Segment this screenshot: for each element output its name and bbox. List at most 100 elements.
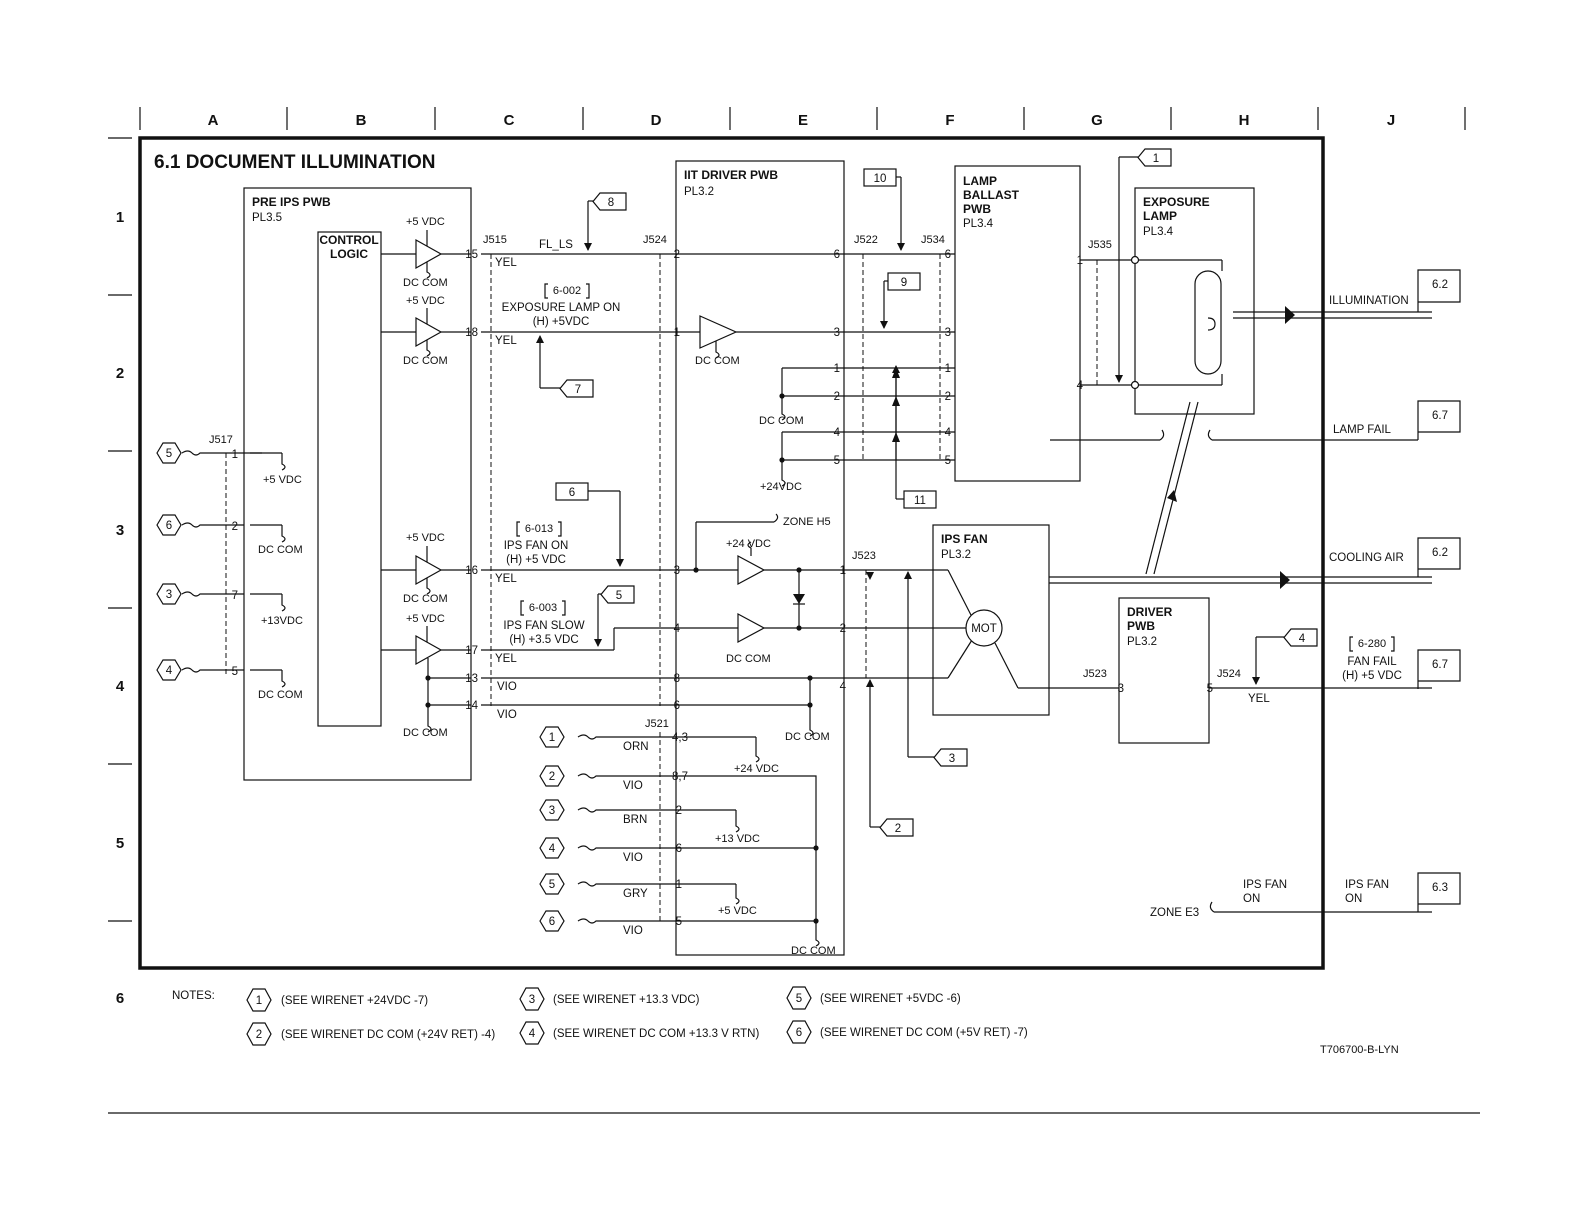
svg-text:VIO: VIO (623, 780, 643, 792)
svg-text:2: 2 (674, 249, 680, 261)
svg-text:GRY: GRY (623, 888, 648, 900)
diagram-title: 6.1 DOCUMENT ILLUMINATION (154, 152, 435, 173)
hex-1-icon: 1 (539, 726, 565, 748)
svg-text:6-002: 6-002 (553, 285, 581, 297)
svg-text:BRN: BRN (623, 814, 647, 826)
svg-text:2: 2 (232, 521, 238, 533)
svg-text:5: 5 (676, 916, 682, 928)
reference-boxes: 6.2 6.7 6.2 6.7 6.3 (1417, 269, 1461, 912)
svg-text:2: 2 (834, 391, 840, 403)
svg-text:15: 15 (465, 249, 478, 261)
svg-text:6: 6 (945, 249, 951, 261)
svg-text:6: 6 (549, 916, 555, 928)
wirenet-hex-left: 5 6 3 4 (156, 442, 182, 681)
svg-text:2: 2 (549, 771, 555, 783)
svg-text:VIO: VIO (497, 681, 517, 693)
ips-fan: IPS FAN PL3.2 J523 MOT (844, 524, 1119, 716)
svg-text:COOLING AIR: COOLING AIR (1329, 552, 1404, 564)
svg-text:+13VDC: +13VDC (261, 615, 303, 627)
svg-text:DC COM: DC COM (785, 731, 830, 743)
svg-text:J523: J523 (852, 550, 876, 562)
svg-text:+5 VDC: +5 VDC (406, 216, 445, 228)
svg-text:3: 3 (549, 805, 555, 817)
svg-text:6: 6 (674, 700, 680, 712)
svg-text:+24 VDC: +24 VDC (726, 538, 771, 550)
svg-text:(SEE WIRENET DC COM +13.3 V RT: (SEE WIRENET DC COM +13.3 V RTN) (553, 1028, 759, 1040)
svg-text:4: 4 (945, 427, 952, 439)
svg-text:IPS FAN SLOW: IPS FAN SLOW (503, 620, 584, 632)
svg-text:EXPOSURE: EXPOSURE (1143, 195, 1210, 209)
svg-text:3: 3 (834, 327, 840, 339)
svg-text:6-013: 6-013 (525, 523, 553, 535)
zone-col-j: J (1387, 112, 1395, 129)
hex-5-icon: 5 (539, 873, 565, 895)
svg-text:1: 1 (674, 327, 680, 339)
svg-text:5: 5 (232, 666, 238, 678)
svg-text:5: 5 (166, 448, 172, 460)
zone-col-b: B (356, 112, 367, 129)
lamp-ballast-pwb: LAMP BALLAST PWB PL3.4 J535 1 4 (954, 165, 1135, 482)
iit-driver-pwb: IIT DRIVER PWB PL3.2 2 1 3 4 8 6 DC COM … (674, 160, 847, 956)
svg-text:IPS FAN: IPS FAN (1345, 879, 1389, 891)
svg-text:1: 1 (232, 449, 238, 461)
zone-row-2: 2 (116, 365, 124, 382)
svg-text:ZONE H5: ZONE H5 (783, 516, 831, 528)
svg-text:YEL: YEL (495, 573, 517, 585)
svg-text:ORN: ORN (623, 741, 649, 753)
svg-text:DC COM: DC COM (258, 544, 303, 556)
svg-text:5: 5 (834, 455, 840, 467)
svg-text:1: 1 (945, 363, 951, 375)
hex-4-icon: 4 (156, 659, 182, 681)
svg-text:3: 3 (1118, 683, 1124, 695)
svg-text:4: 4 (674, 623, 681, 635)
svg-text:BALLAST: BALLAST (963, 188, 1020, 202)
svg-text:8: 8 (674, 673, 680, 685)
svg-text:J534: J534 (921, 234, 945, 246)
svg-text:YEL: YEL (495, 335, 517, 347)
svg-text:J524: J524 (643, 234, 667, 246)
svg-text:6.2: 6.2 (1432, 547, 1448, 559)
svg-text:IPS FAN ON: IPS FAN ON (504, 540, 569, 552)
svg-text:1: 1 (1077, 255, 1083, 267)
zone-row-header: 1 2 3 4 5 6 (108, 137, 132, 1007)
wirenet-hex-j521: 1 2 3 4 5 6 (539, 726, 565, 932)
hex-5-icon: 5 (156, 442, 182, 464)
svg-text:DC COM: DC COM (403, 277, 448, 289)
svg-text:J522: J522 (854, 234, 878, 246)
hex-3-icon: 3 (156, 583, 182, 605)
svg-text:11: 11 (914, 495, 926, 507)
svg-text:3: 3 (949, 753, 955, 765)
svg-text:ILLUMINATION: ILLUMINATION (1329, 295, 1409, 307)
hex-3-icon: 3 (539, 799, 565, 821)
svg-text:FAN FAIL: FAN FAIL (1347, 656, 1397, 668)
svg-text:8: 8 (608, 197, 614, 209)
svg-text:2: 2 (256, 1029, 262, 1041)
svg-text:LAMP: LAMP (1143, 209, 1177, 223)
notes: NOTES: 1 (SEE WIRENET +24VDC -7) 2 (SEE … (172, 986, 1028, 1046)
svg-text:J523: J523 (1083, 668, 1107, 680)
svg-text:+13 VDC: +13 VDC (715, 833, 760, 845)
svg-text:PL3.2: PL3.2 (941, 549, 971, 561)
svg-text:DC COM: DC COM (695, 355, 740, 367)
svg-text:(H) +5VDC: (H) +5VDC (533, 316, 590, 328)
svg-text:6: 6 (569, 487, 575, 499)
svg-text:+5 VDC: +5 VDC (718, 905, 757, 917)
svg-text:DRIVER: DRIVER (1127, 605, 1173, 619)
svg-text:(H) +5 VDC: (H) +5 VDC (506, 554, 566, 566)
svg-text:PL3.4: PL3.4 (963, 218, 994, 230)
svg-text:DC COM: DC COM (726, 653, 771, 665)
svg-text:DC COM: DC COM (258, 689, 303, 701)
svg-text:6.2: 6.2 (1432, 279, 1448, 291)
zone-col-a: A (208, 112, 219, 129)
j517-inputs: J517 1 +5 VDC 2 DC COM 7 +13VDC 5 DC COM (181, 434, 303, 701)
svg-text:MOT: MOT (971, 623, 997, 635)
svg-text:DC COM: DC COM (759, 415, 804, 427)
svg-text:PL3.4: PL3.4 (1143, 226, 1174, 238)
svg-text:YEL: YEL (1248, 693, 1270, 705)
svg-text:IPS FAN: IPS FAN (941, 532, 988, 546)
svg-text:9: 9 (901, 277, 907, 289)
svg-text:(SEE WIRENET +24VDC -7): (SEE WIRENET +24VDC -7) (281, 995, 428, 1007)
svg-text:(H) +3.5 VDC: (H) +3.5 VDC (509, 634, 578, 646)
svg-text:6: 6 (166, 520, 172, 532)
hex-2-icon: 2 (539, 765, 565, 787)
